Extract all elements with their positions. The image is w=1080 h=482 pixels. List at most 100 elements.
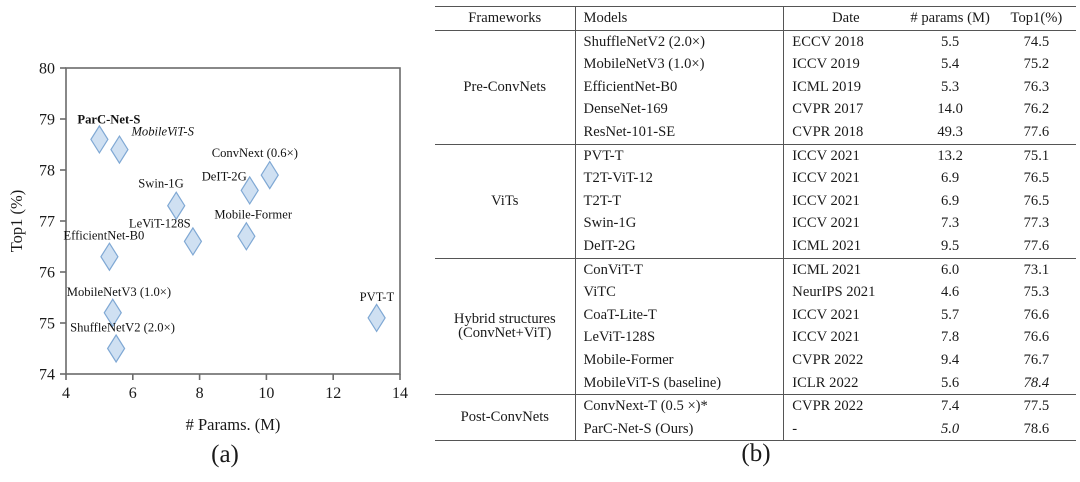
data-point-label-7: EfficientNet-B0 (63, 229, 144, 243)
top1-cell: 77.3 (1023, 215, 1050, 232)
y-axis-title: Top1 (%) (7, 190, 26, 253)
params-cell: 6.9 (940, 170, 960, 187)
header-frameworks: Frameworks (435, 6, 576, 31)
y-tick-label-74: 74 (39, 367, 55, 384)
model-cell: ShuffleNetV2 (2.0×) (575, 30, 785, 54)
params-cell: 14.0 (937, 101, 963, 118)
data-point-label-1: MobileViT-S (130, 125, 194, 139)
date-cell: ICCV 2021 (792, 215, 860, 232)
x-tick-label-10: 10 (258, 385, 274, 402)
date-cell: - (792, 420, 798, 437)
table-row: CoaT-Lite-T ICCV 2021 5.7 76.6 (435, 303, 1076, 327)
header-date: Date (832, 10, 860, 26)
model-cell: MobileViT-S (baseline) (575, 371, 785, 395)
top1-cell: 76.7 (1023, 351, 1050, 368)
top1-cell: 76.3 (1023, 78, 1050, 95)
params-cell: 7.3 (940, 215, 960, 232)
header-top1: Top1(%) (1010, 10, 1063, 26)
model-cell: MobileNetV3 (1.0×) (575, 53, 785, 76)
params-cell: 5.7 (940, 306, 960, 323)
params-cell: 9.5 (940, 237, 960, 254)
model-cell: ConvNext-T (0.5 ×)* (575, 394, 785, 418)
model-cell: ConViT-T (575, 258, 785, 282)
top1-cell: 78.6 (1023, 420, 1050, 437)
model-cell: ViTC (575, 281, 785, 304)
table-row: LeViT-128S ICCV 2021 7.8 76.6 (435, 326, 1076, 349)
date-cell: NeurIPS 2021 (792, 284, 876, 301)
params-cell: 7.8 (940, 329, 960, 346)
data-point-label-0: ParC-Net-S (77, 112, 140, 126)
data-point-label-10: PVT-T (360, 290, 395, 304)
model-cell: DeIT-2G (575, 234, 785, 259)
x-axis-title: # Params. (M) (186, 415, 281, 434)
date-cell: ICML 2021 (792, 237, 862, 254)
data-point-label-6: LeViT-128S (129, 216, 191, 230)
header-params: # params (M) (910, 10, 990, 26)
y-tick-label-76: 76 (39, 265, 55, 282)
model-cell: Swin-1G (575, 212, 785, 235)
top1-cell: 76.6 (1023, 329, 1050, 346)
date-cell: ICML 2019 (792, 78, 862, 95)
data-point-marker-5 (237, 221, 256, 251)
params-cell: 5.6 (940, 374, 960, 391)
top1-cell: 73.1 (1023, 261, 1050, 278)
top1-cell: 74.5 (1023, 33, 1050, 50)
data-point-label-8: MobileNetV3 (1.0×) (67, 285, 171, 299)
data-point-marker-8 (103, 298, 122, 328)
model-cell: LeViT-128S (575, 326, 785, 349)
model-cell: Mobile-Former (575, 348, 785, 372)
comparison-table: Frameworks Models Date # params (M) Top1… (435, 6, 1076, 441)
params-cell: 49.3 (937, 123, 963, 140)
data-point-label-2: ConvNext (0.6×) (212, 146, 298, 160)
model-cell: T2T-ViT-12 (575, 167, 785, 190)
x-tick-label-6: 6 (129, 385, 137, 402)
date-cell: ICCV 2021 (792, 147, 860, 164)
data-point-marker-9 (106, 333, 126, 364)
data-point-label-9: ShuffleNetV2 (2.0×) (70, 321, 175, 335)
model-cell: DenseNet-169 (575, 98, 785, 121)
top1-cell: 76.5 (1023, 170, 1050, 187)
y-tick-label-77: 77 (39, 214, 55, 231)
model-cell: T2T-T (575, 189, 785, 213)
params-cell: 5.3 (940, 78, 960, 95)
top1-cell: 75.1 (1023, 147, 1050, 164)
date-cell: ICML 2021 (792, 261, 862, 278)
data-point-label-5: Mobile-Former (214, 207, 292, 221)
data-point-label-4: Swin-1G (138, 177, 183, 191)
params-cell: 6.9 (940, 192, 960, 209)
figure-b-table: Frameworks Models Date # params (M) Top1… (432, 0, 1080, 482)
framework-cell: ViTs (435, 144, 576, 259)
date-cell: CVPR 2022 (792, 351, 864, 368)
figure-b-caption: (b) (741, 440, 771, 467)
data-point-marker-7 (100, 242, 119, 272)
params-cell: 4.6 (940, 284, 960, 301)
model-cell: CoaT-Lite-T (575, 303, 785, 327)
date-cell: ICLR 2022 (792, 374, 859, 391)
params-cell: 5.0 (940, 420, 960, 437)
framework-cell: Pre-ConvNets (435, 30, 576, 145)
y-tick-label-75: 75 (39, 316, 55, 333)
y-tick-label-80: 80 (39, 61, 55, 78)
top1-cell: 76.6 (1023, 306, 1050, 323)
y-tick-label-79: 79 (39, 112, 55, 129)
data-point-marker-2 (260, 160, 279, 190)
data-point-marker-4 (167, 191, 186, 221)
date-cell: ICCV 2021 (792, 306, 860, 323)
top1-cell: 76.2 (1023, 101, 1050, 118)
top1-cell: 76.5 (1023, 192, 1050, 209)
figure-a-caption: (a) (211, 441, 239, 468)
date-cell: ICCV 2021 (792, 329, 860, 346)
top1-cell: 75.2 (1023, 56, 1050, 73)
x-tick-label-12: 12 (325, 385, 341, 402)
date-cell: ICCV 2019 (792, 56, 860, 73)
